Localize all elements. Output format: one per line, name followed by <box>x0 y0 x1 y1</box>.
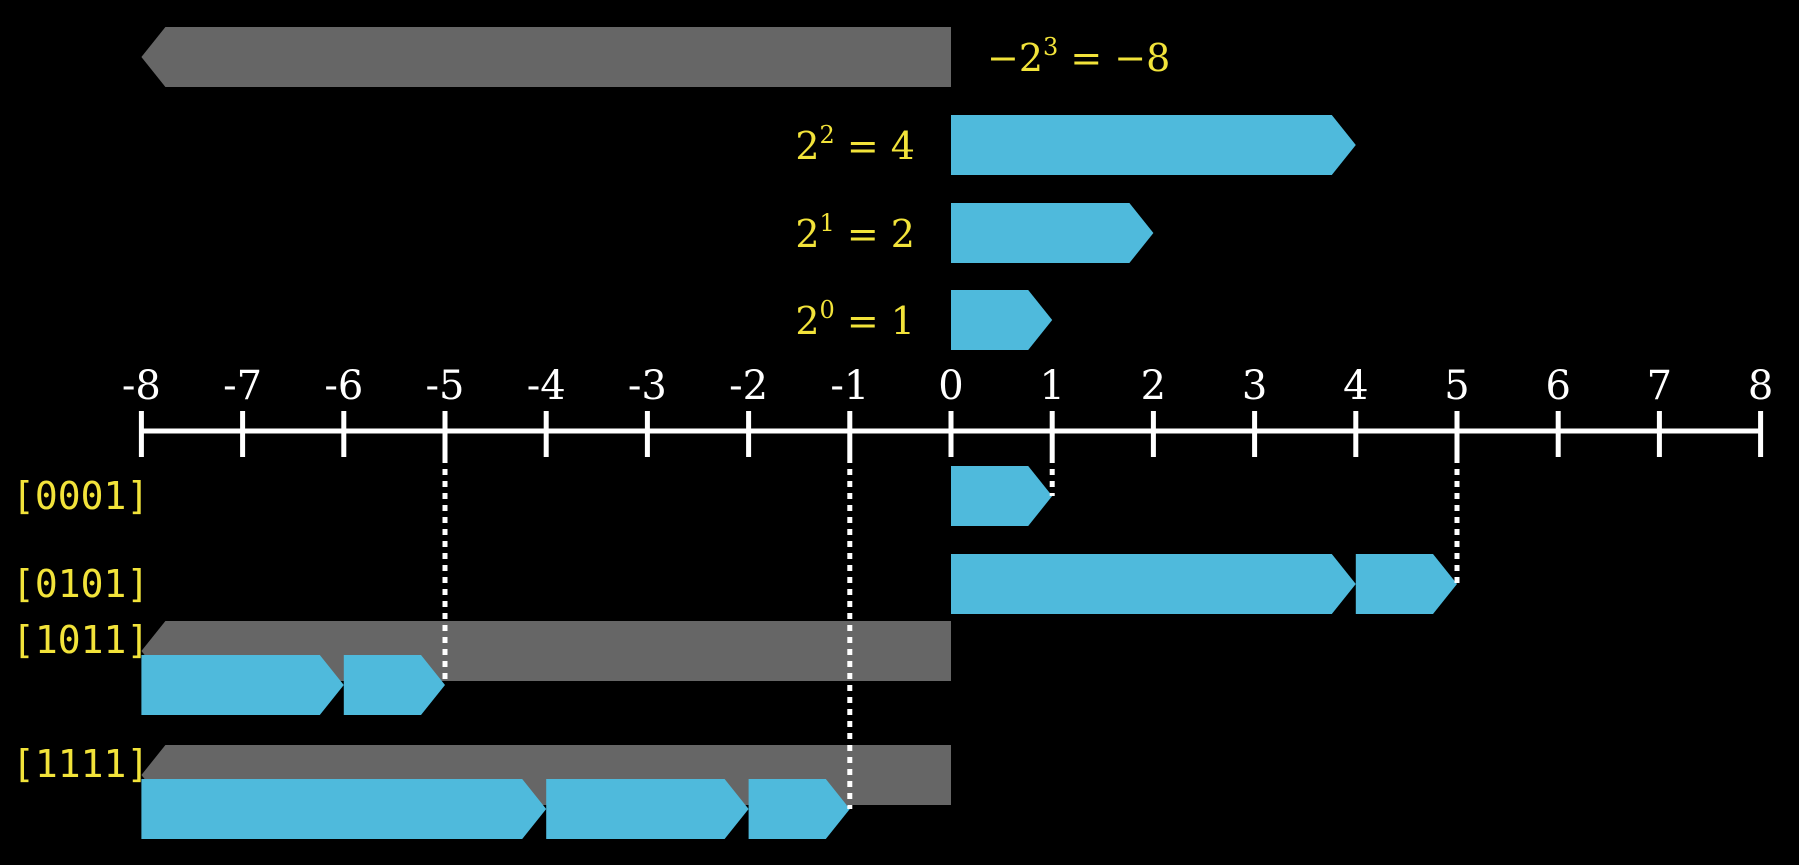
place-value-bar-2 <box>951 115 1356 175</box>
positive-weight-bar <box>1355 554 1457 614</box>
positive-weight-bar <box>546 779 749 839</box>
tick-label: 0 <box>938 363 963 409</box>
place-value-label-0: 20 = 1 <box>795 296 915 343</box>
tick-label: -3 <box>628 363 667 409</box>
number-line: -8 -7 -6 -5 -4 -3 -2 -1 0 1 2 3 4 5 6 7 8 <box>122 363 1773 457</box>
tick-label: 1 <box>1039 363 1064 409</box>
tick-label: -7 <box>223 363 262 409</box>
positive-weight-bar <box>141 779 547 839</box>
tick-label: 8 <box>1748 363 1773 409</box>
place-value-rows: −23 = −8 22 = 4 21 = 2 20 = 1 <box>141 27 1356 350</box>
tick-label: -6 <box>324 363 363 409</box>
binary-code-label: [0101] <box>12 562 149 606</box>
binary-code-label: [1011] <box>12 618 149 662</box>
encoding-row: [1111] <box>12 457 951 839</box>
encoding-row: [0101] <box>12 457 1460 614</box>
place-value-bar-1 <box>951 203 1154 263</box>
place-value-bar-3 <box>141 27 951 87</box>
tick-label: 7 <box>1647 363 1672 409</box>
tick-label: -2 <box>729 363 768 409</box>
tick-label: -4 <box>527 363 566 409</box>
place-value-label-1: 21 = 2 <box>795 209 915 256</box>
positive-weight-bar <box>951 466 1053 526</box>
tick-label: -1 <box>830 363 869 409</box>
tick-label: 3 <box>1242 363 1267 409</box>
tick-label: -5 <box>426 363 465 409</box>
positive-weight-bar <box>343 655 445 715</box>
place-value-label-2: 22 = 4 <box>795 121 915 168</box>
tick-label: 4 <box>1343 363 1368 409</box>
binary-code-label: [0001] <box>12 474 149 518</box>
encoding-row: [1011] <box>12 457 951 715</box>
tick-label: -8 <box>122 363 161 409</box>
encoding-row: [0001] <box>12 457 1055 526</box>
tick-label: 6 <box>1545 363 1570 409</box>
positive-weight-bar <box>748 779 850 839</box>
place-value-label-3: −23 = −8 <box>987 33 1170 80</box>
encoding-rows: [0001] [0101] [1011] [1111] <box>12 457 1460 839</box>
tick-label: 5 <box>1444 363 1469 409</box>
tick-label: 2 <box>1141 363 1166 409</box>
binary-code-label: [1111] <box>12 742 149 786</box>
positive-weight-bar <box>951 554 1356 614</box>
place-value-bar-0 <box>951 290 1053 350</box>
positive-weight-bar <box>141 655 344 715</box>
